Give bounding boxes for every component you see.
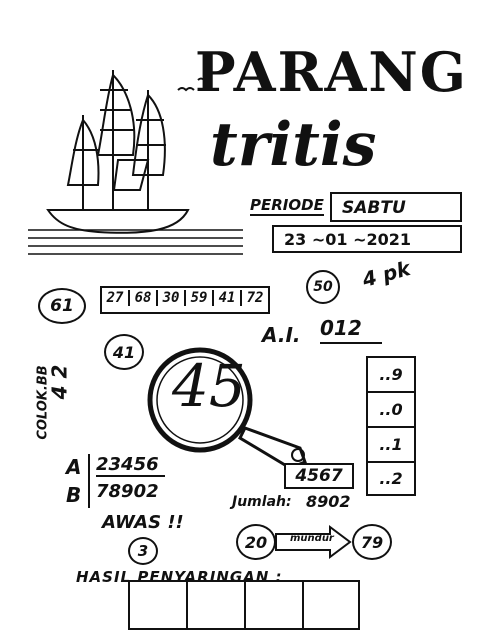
ab-divider: [88, 454, 90, 508]
hasil-cell: [246, 582, 304, 628]
mid-box: 4567: [284, 463, 354, 489]
circle-41: 41: [104, 334, 144, 370]
circle-79: 79: [352, 524, 392, 560]
jumlah-label: Jumlah:: [232, 494, 292, 510]
number-cell: 72: [246, 290, 264, 306]
circle-61: 61: [38, 288, 86, 324]
side-box-stack: ..9 ..0 ..1 ..2: [366, 356, 416, 496]
arrow-graphic: [275, 525, 352, 559]
number-cell: 27: [102, 290, 130, 306]
title-parang: PARANG: [195, 40, 468, 104]
number-cell: 59: [186, 290, 214, 306]
hasil-cell: [130, 582, 188, 628]
day-value: SABTU: [342, 198, 406, 218]
colok-bebas-value: 4 2: [47, 364, 72, 400]
hasil-grid: [128, 580, 360, 630]
circle-20: 20: [236, 524, 276, 560]
arrow-label: mundur: [290, 533, 334, 544]
day-box: SABTU: [330, 192, 462, 222]
side-box: ..9: [368, 358, 414, 393]
ai-label: A.I.: [262, 323, 301, 347]
side-box: ..2: [379, 469, 403, 488]
side-box: ..0: [368, 393, 414, 428]
awas-label: AWAS !!: [102, 512, 184, 533]
jumlah-value: 8902: [306, 492, 351, 511]
date-box: 23 ~01 ~2021: [272, 225, 462, 253]
hasil-cell: [188, 582, 246, 628]
scribble-note: 4 pk: [359, 256, 413, 292]
number-cell: 41: [214, 290, 242, 306]
hasil-cell: [304, 582, 358, 628]
ai-value: 012: [320, 316, 382, 344]
date-value: 23 ~01 ~2021: [284, 230, 412, 249]
main-number: 45: [172, 352, 246, 420]
b-value: 78902: [96, 481, 159, 502]
number-cell: 30: [158, 290, 186, 306]
circle-50: 50: [306, 270, 340, 304]
circle-awas: 3: [128, 537, 158, 565]
ship-illustration: [28, 70, 243, 255]
numbers-2d-row: 27 68 30 59 41 72: [100, 286, 270, 314]
side-box: ..1: [368, 428, 414, 463]
number-cell: 68: [130, 290, 158, 306]
a-value: 23456: [96, 454, 165, 477]
title-tritis: tritis: [210, 110, 377, 180]
b-label: B: [66, 483, 82, 507]
periode-label: PERIODE: [250, 196, 324, 216]
a-label: A: [66, 455, 82, 479]
